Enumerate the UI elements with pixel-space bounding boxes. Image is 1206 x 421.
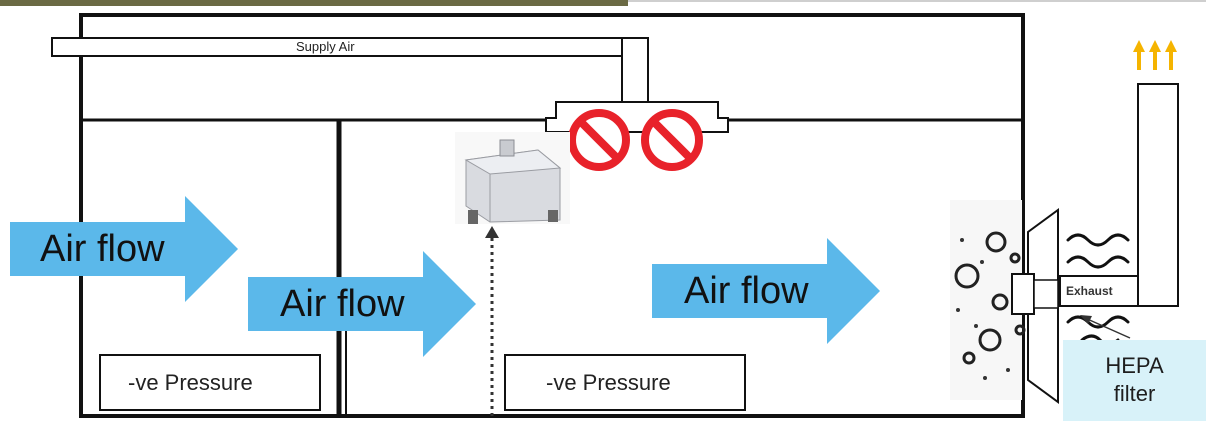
portable-air-cleaner bbox=[455, 132, 570, 224]
airflow-label-1: Air flow bbox=[40, 228, 165, 270]
hepa-label-box bbox=[1063, 340, 1206, 421]
pressure-box-2 bbox=[504, 354, 746, 411]
supply-air-label: Supply Air bbox=[296, 39, 355, 54]
hepa-label-line2: filter bbox=[1113, 381, 1156, 406]
pressure-label-2: -ve Pressure bbox=[546, 370, 671, 395]
pressure-box-1 bbox=[99, 354, 321, 411]
building-outline bbox=[79, 13, 1025, 418]
airflow-arrow-3 bbox=[652, 238, 880, 344]
hepa-filter-label: HEPA filter bbox=[1063, 352, 1206, 408]
pressure-label-1: -ve Pressure bbox=[128, 370, 253, 395]
supply-air-duct bbox=[51, 37, 729, 133]
prohibition-sign-left bbox=[568, 109, 630, 171]
prohibition-sign-right bbox=[641, 109, 703, 171]
hepa-pointer bbox=[1080, 315, 1131, 339]
dotted-intake-arrow bbox=[485, 226, 499, 416]
top-photo-strip bbox=[0, 0, 1206, 6]
airflow-arrow-1 bbox=[10, 196, 238, 302]
hepa-label-line1: HEPA bbox=[1105, 353, 1164, 378]
airflow-arrow-2 bbox=[248, 251, 476, 357]
airflow-label-3: Air flow bbox=[684, 270, 809, 312]
particle-dots bbox=[956, 238, 1010, 380]
exhaust-duct bbox=[1059, 83, 1179, 307]
exhaust-up-arrows bbox=[1133, 40, 1177, 70]
airborne-particles bbox=[954, 231, 1026, 365]
exhaust-fan bbox=[950, 200, 1059, 404]
exhaust-label: Exhaust bbox=[1066, 284, 1113, 298]
airflow-label-2: Air flow bbox=[280, 283, 405, 325]
